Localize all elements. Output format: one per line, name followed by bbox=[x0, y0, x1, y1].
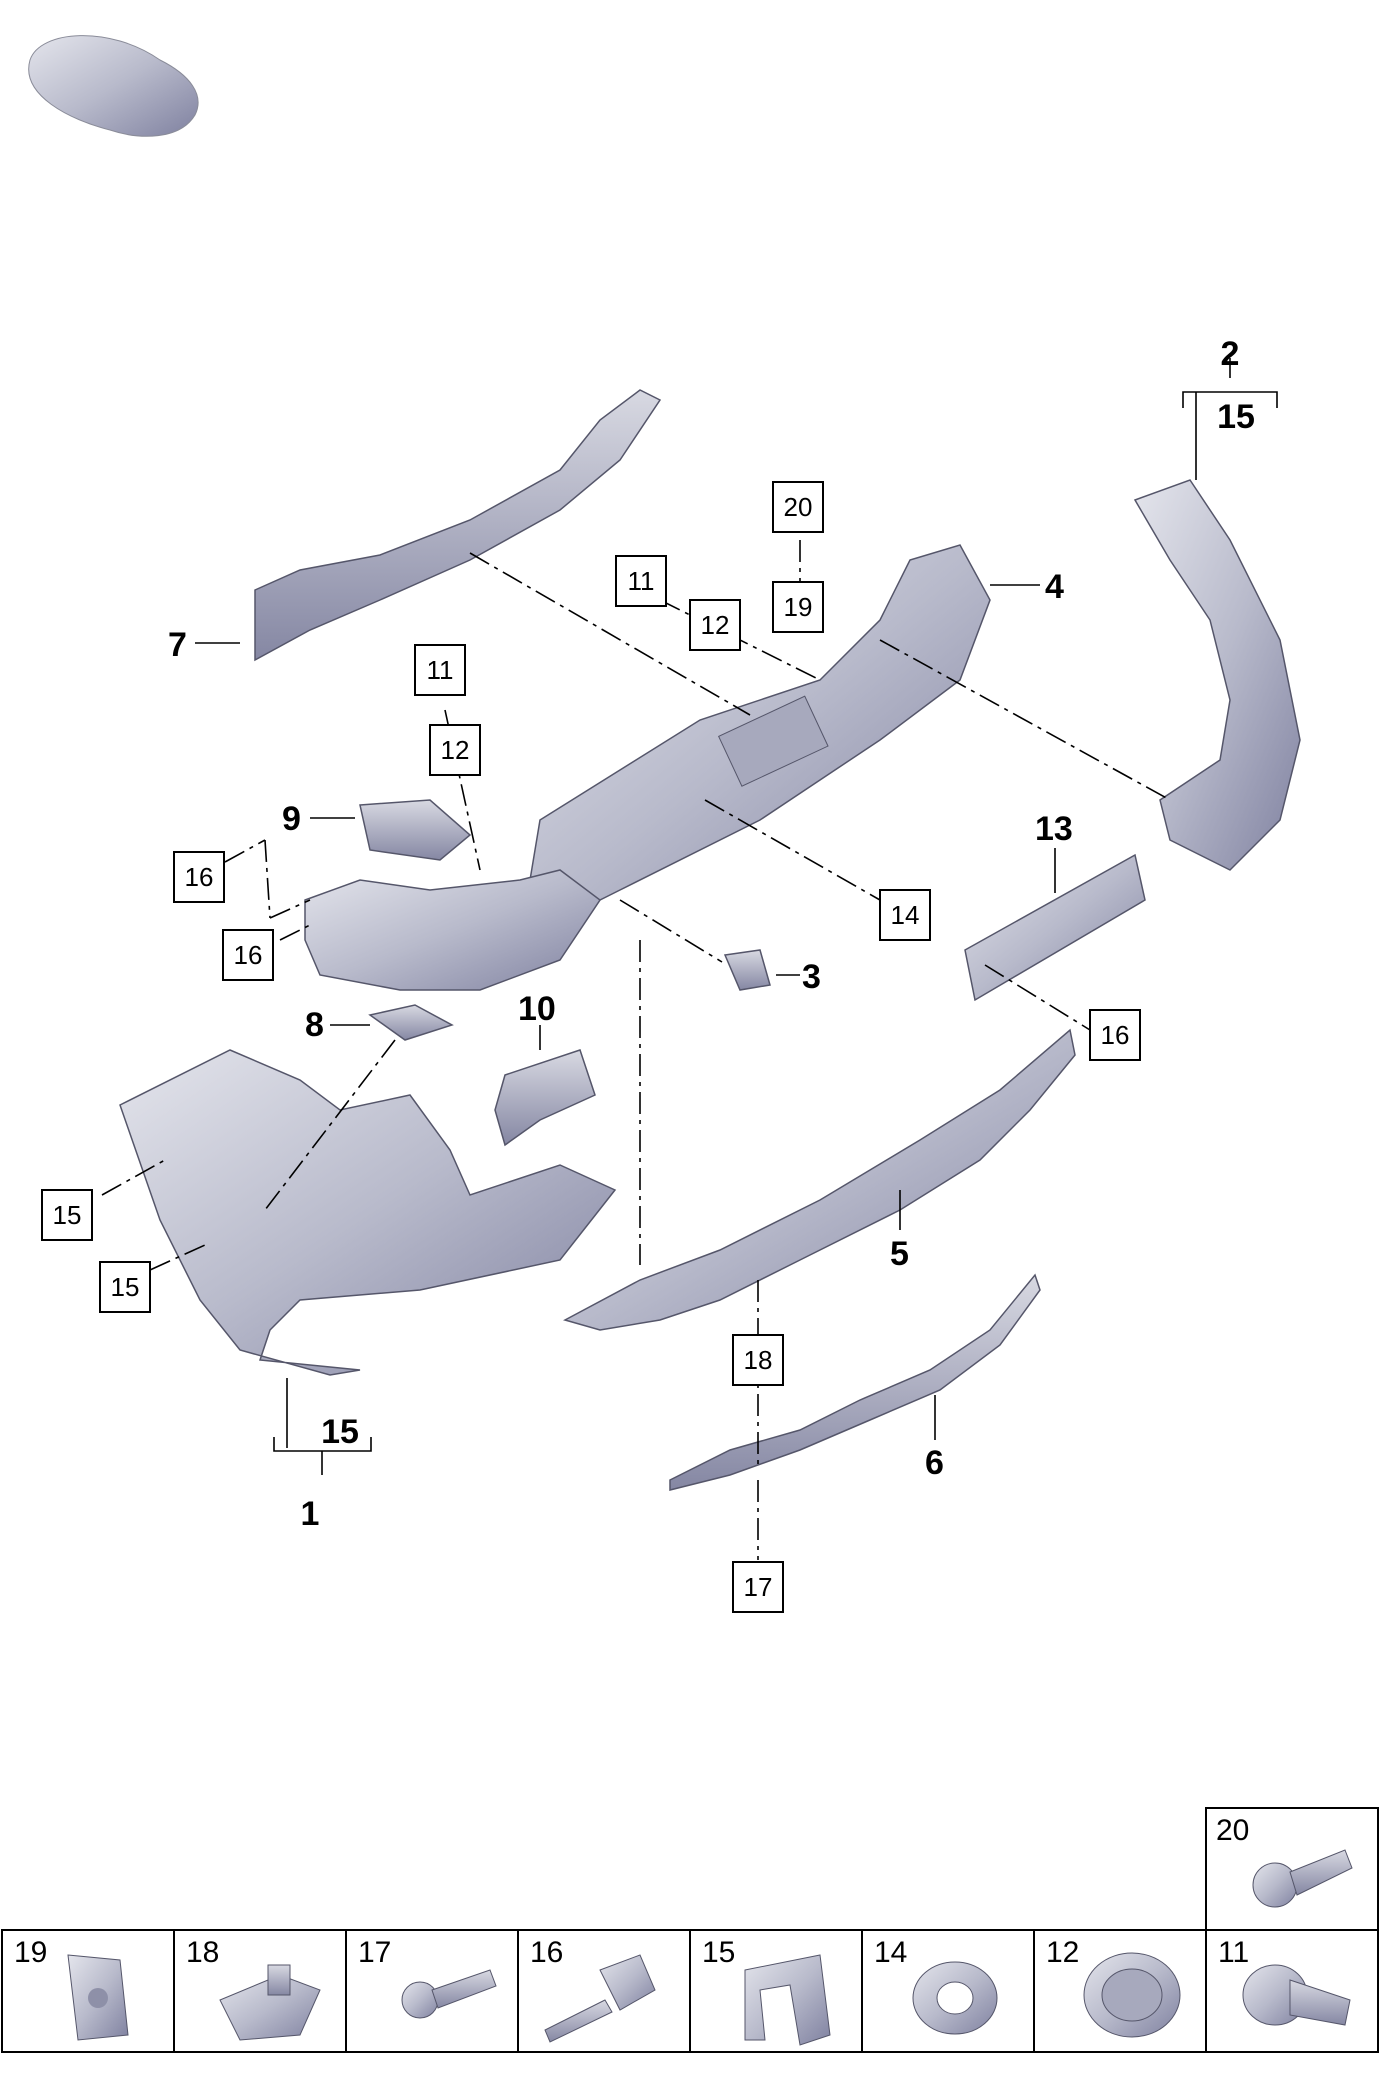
callout-4: 4 bbox=[1045, 568, 1064, 606]
boxed-11-b: 11 bbox=[427, 655, 454, 685]
callout-1: 1 bbox=[301, 1495, 320, 1533]
boxed-callouts: 20 19 11 12 11 12 16 16 14 16 15 15 18 1… bbox=[41, 481, 1141, 1613]
bolt-icon bbox=[1252, 1849, 1353, 1908]
table-cell-11: 11 bbox=[1218, 1936, 1249, 1969]
callout-labels: 1 2 3 4 5 6 7 8 9 10 13 15 15 bbox=[168, 335, 1255, 1533]
callout-7: 7 bbox=[168, 626, 187, 664]
park-sensor-icon bbox=[1242, 1964, 1351, 2026]
callout-2: 2 bbox=[1221, 335, 1240, 373]
part-9-trim bbox=[359, 799, 472, 861]
table-cell-17: 17 bbox=[358, 1936, 391, 1969]
table-cell-20: 20 bbox=[1216, 1814, 1249, 1847]
boxed-18: 18 bbox=[744, 1345, 773, 1375]
dash-lines bbox=[101, 540, 1171, 1560]
expanding-rivet-icon bbox=[544, 1954, 656, 2043]
clip-icon bbox=[744, 1954, 831, 2046]
clip-nut-icon bbox=[67, 1954, 129, 2041]
part-13-plate bbox=[964, 853, 1146, 1002]
boxed-19: 19 bbox=[784, 592, 813, 622]
boxed-15-a: 15 bbox=[53, 1200, 82, 1230]
hardware-table: 20 19 18 17 16 15 14 12 11 bbox=[1, 1807, 1379, 2053]
callout-13: 13 bbox=[1035, 810, 1073, 848]
boxed-15-b: 15 bbox=[111, 1272, 140, 1302]
seal-ring-icon bbox=[912, 1961, 998, 2035]
part-1-bumper-cover bbox=[119, 1049, 617, 1376]
screw-icon bbox=[401, 1969, 497, 2019]
table-cell-14: 14 bbox=[874, 1936, 907, 1969]
leader-lines bbox=[195, 358, 1278, 1475]
boxed-14: 14 bbox=[891, 900, 920, 930]
sensor-ring-icon bbox=[1083, 1952, 1181, 2038]
part-lower-cover bbox=[304, 869, 602, 991]
callout-3: 3 bbox=[802, 958, 821, 996]
table-cell-12: 12 bbox=[1046, 1936, 1079, 1969]
boxed-16-c: 16 bbox=[1101, 1020, 1130, 1050]
boxed-12-a: 12 bbox=[701, 610, 730, 640]
callout-8: 8 bbox=[305, 1006, 324, 1044]
boxed-16-b: 16 bbox=[234, 940, 263, 970]
part-6-strip bbox=[669, 1273, 1041, 1491]
callout-5: 5 bbox=[890, 1235, 909, 1273]
boxed-12-b: 12 bbox=[441, 735, 470, 765]
boxed-11-a: 11 bbox=[628, 566, 655, 596]
callout-15-bottom: 15 bbox=[321, 1413, 359, 1451]
callout-6: 6 bbox=[925, 1444, 944, 1482]
boxed-20: 20 bbox=[784, 492, 813, 522]
part-2-side-guide bbox=[1133, 479, 1301, 871]
table-cell-16: 16 bbox=[530, 1936, 563, 1969]
part-5-diffuser bbox=[563, 1028, 1076, 1331]
boxed-16-a: 16 bbox=[185, 862, 214, 892]
clip-nut-icon bbox=[219, 1964, 321, 2041]
boxed-17: 17 bbox=[744, 1572, 773, 1602]
callout-10: 10 bbox=[518, 990, 556, 1028]
table-cell-15: 15 bbox=[702, 1936, 735, 1969]
part-4-carrier bbox=[529, 544, 991, 921]
part-10-bracket bbox=[494, 1049, 596, 1147]
part-3-cap bbox=[723, 949, 771, 991]
callout-9: 9 bbox=[282, 800, 301, 838]
table-cell-19: 19 bbox=[14, 1936, 47, 1969]
car-thumbnail-icon bbox=[28, 35, 199, 137]
table-cell-18: 18 bbox=[186, 1936, 219, 1969]
callout-15-top: 15 bbox=[1217, 398, 1255, 436]
part-7-bracket bbox=[254, 389, 662, 662]
part-8-cap bbox=[368, 1004, 454, 1041]
